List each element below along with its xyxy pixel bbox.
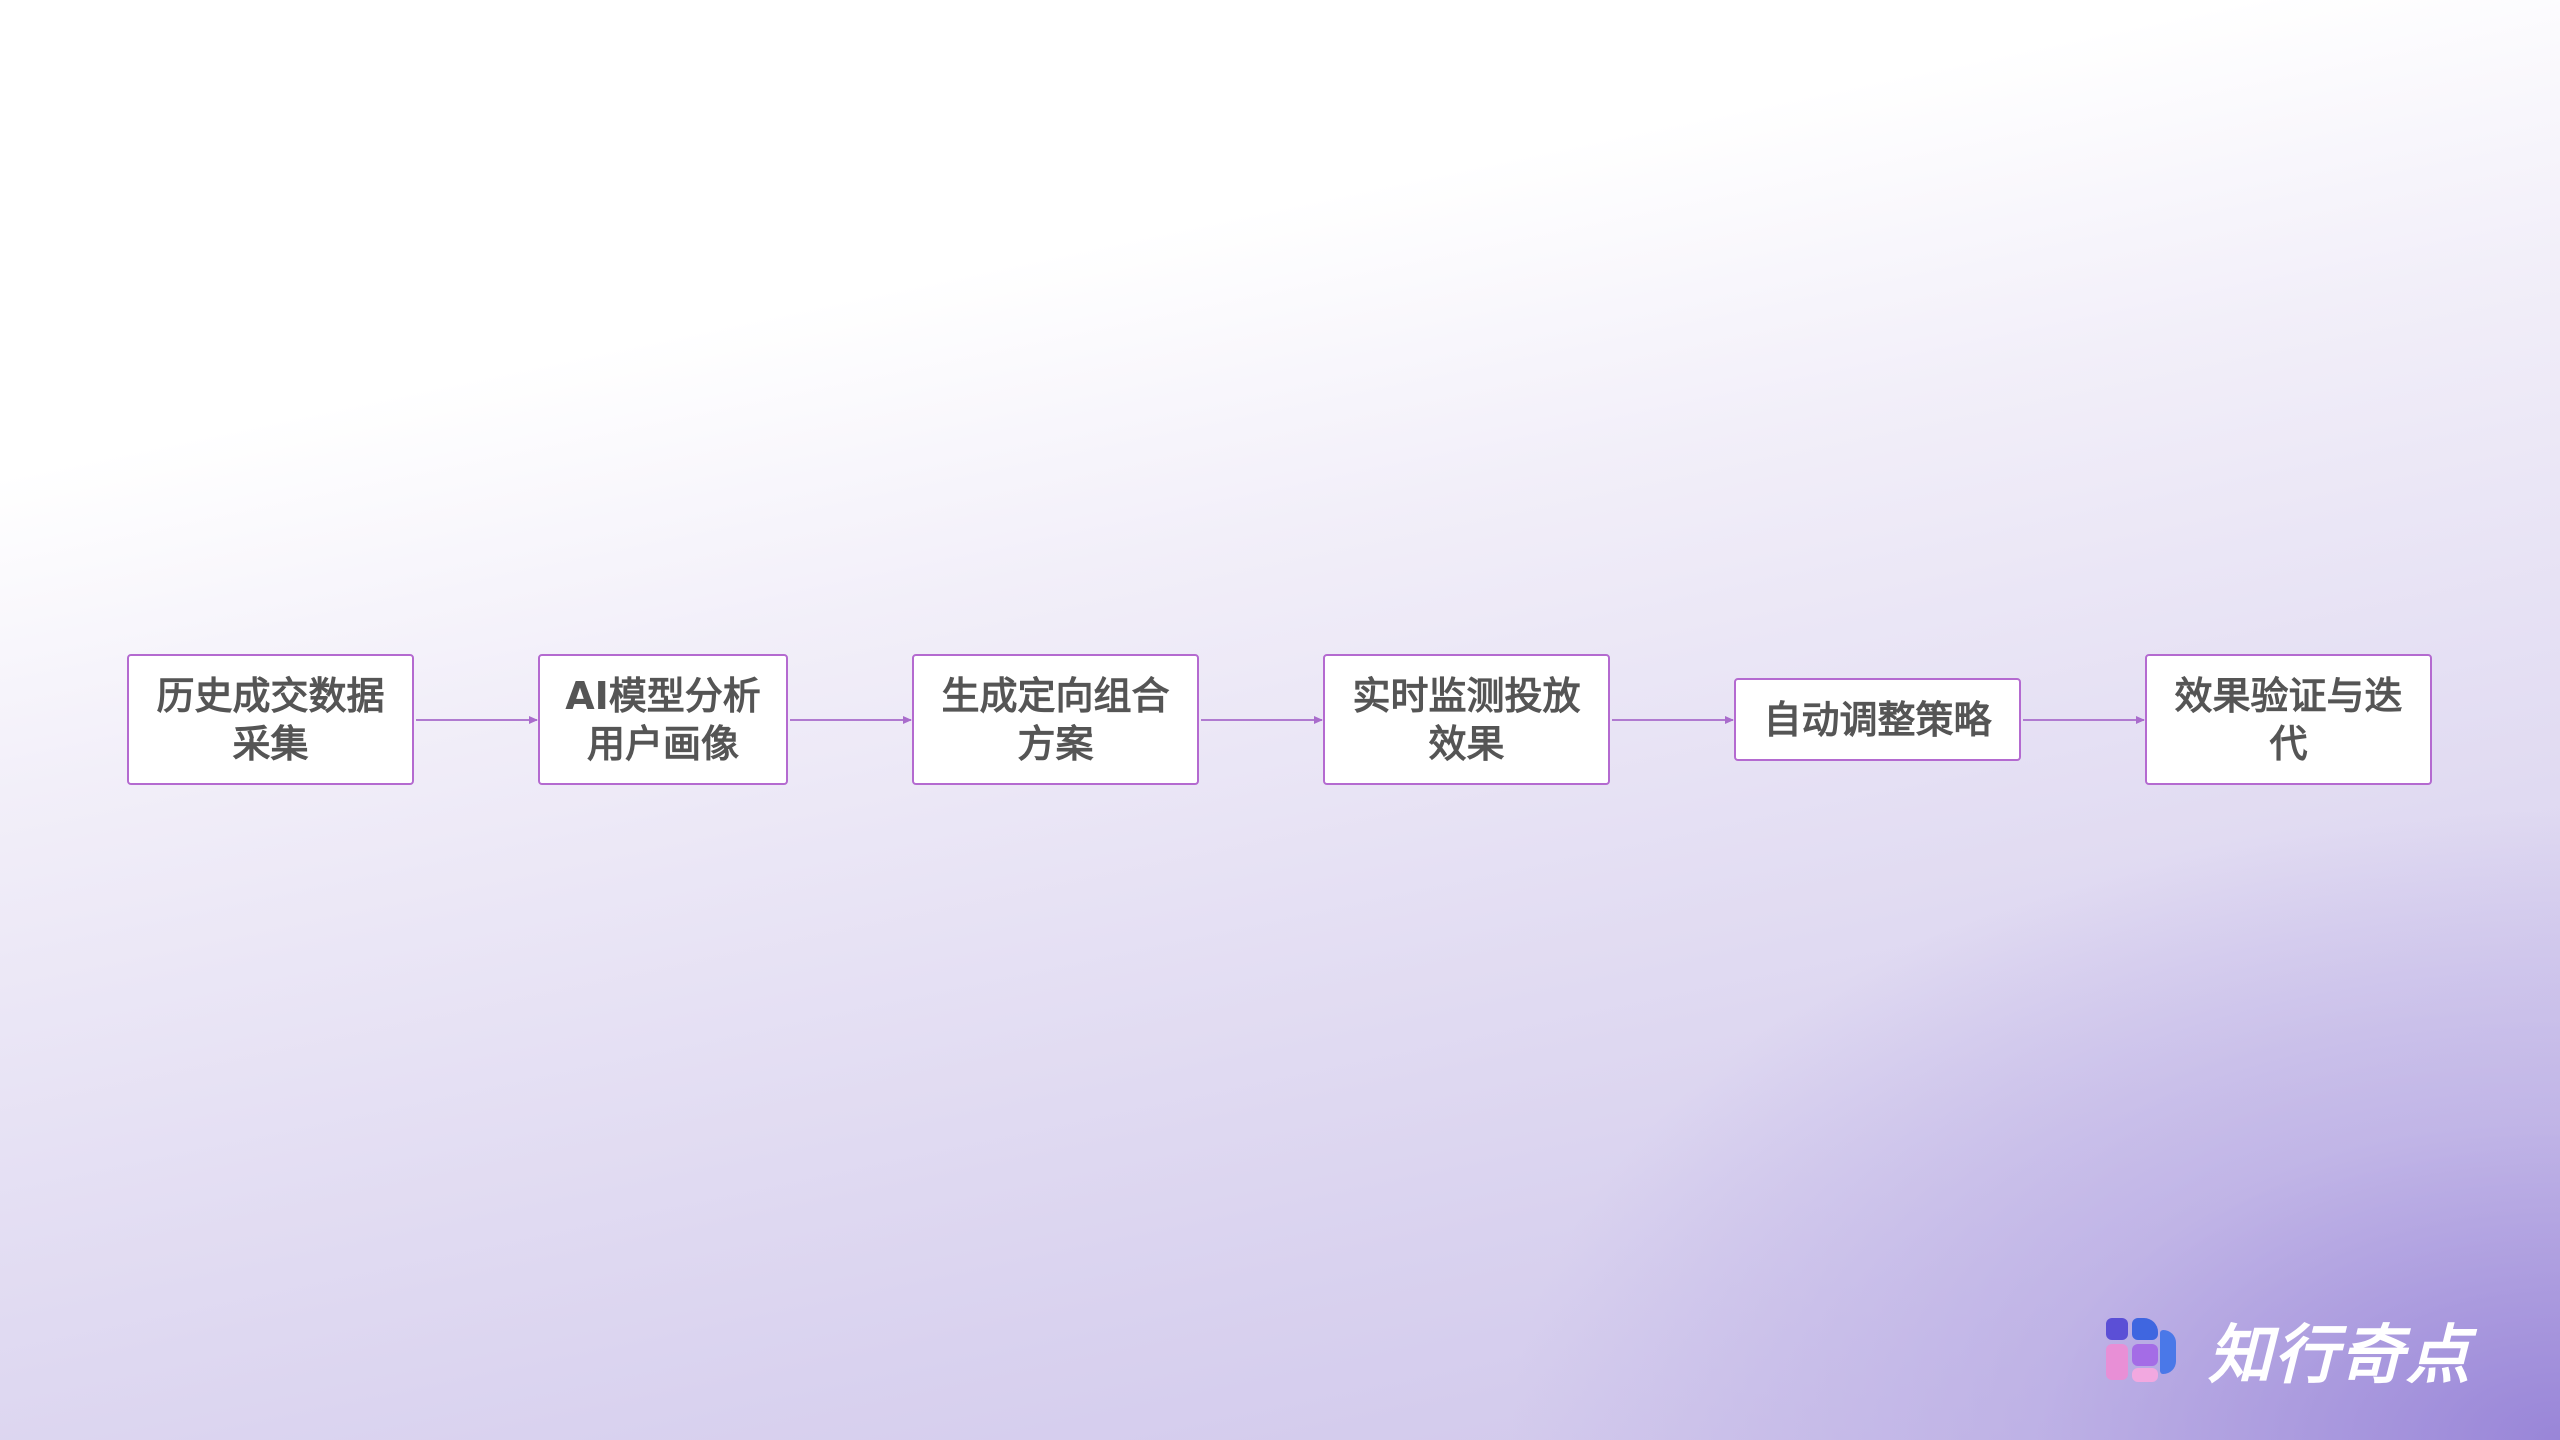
step-collect-history-data: 历史成交数据采集 (127, 654, 414, 785)
step-ai-user-profile: AI模型分析用户画像 (538, 654, 788, 785)
step-monitor-delivery: 实时监测投放效果 (1323, 654, 1610, 785)
brand-logo: 知行奇点 (2100, 1310, 2520, 1393)
step-label: 历史成交数据采集 (156, 673, 385, 766)
step-label: 自动调整策略 (1763, 697, 1992, 742)
step-auto-adjust: 自动调整策略 (1734, 678, 2021, 761)
step-label: AI模型分析用户画像 (565, 673, 761, 766)
step-label: 实时监测投放效果 (1352, 673, 1581, 766)
step-label: 效果验证与迭代 (2174, 673, 2403, 766)
step-generate-plan: 生成定向组合方案 (912, 654, 1199, 785)
step-label: 生成定向组合方案 (941, 673, 1170, 766)
logo-mark-icon (2100, 1310, 2180, 1390)
step-verify-iterate: 效果验证与迭代 (2145, 654, 2432, 785)
brand-name: 知行奇点 (2208, 1319, 2472, 1393)
